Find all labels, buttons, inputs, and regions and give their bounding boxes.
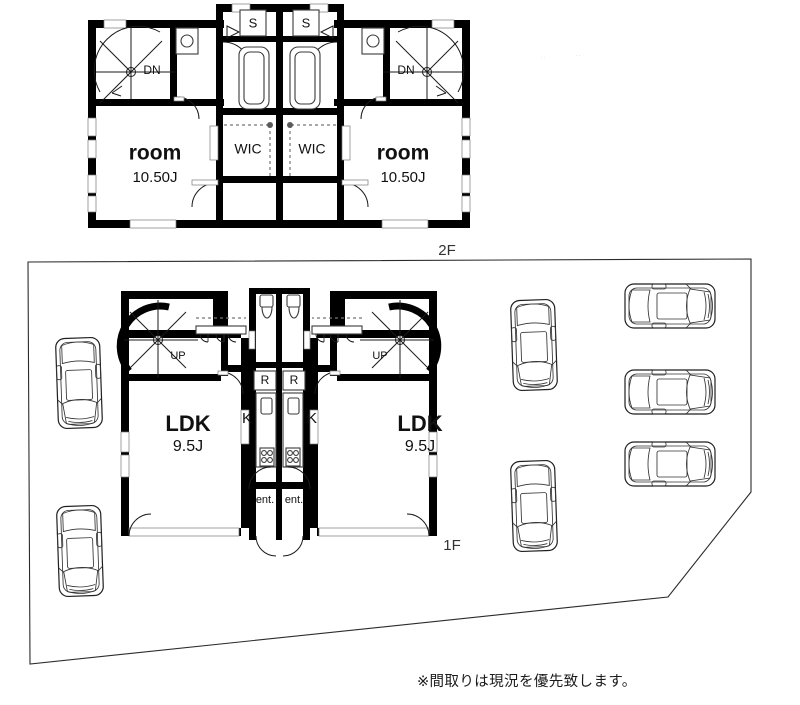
faint-artifact-right: ·· xyxy=(575,50,581,60)
2f-right-stair: DN xyxy=(383,25,465,104)
kitchen-label-right: K xyxy=(307,410,317,427)
1f-left-stair: UP xyxy=(116,300,198,378)
car-right-bottom xyxy=(624,441,716,487)
1f-ldk-left: LDK 9.5J xyxy=(165,411,210,455)
stair-up-label-right: UP xyxy=(372,350,387,362)
entrance-label-left: ent. xyxy=(256,494,274,506)
room-size-right: 10.50J xyxy=(380,169,425,186)
2f-wall-fixtures xyxy=(175,25,385,55)
1f-washroom-closet-right xyxy=(311,317,363,343)
2f-bath-left xyxy=(238,46,270,110)
stair-up-label-left: UP xyxy=(170,350,185,362)
kitchen-label-left: K xyxy=(242,410,252,427)
1f-toilet-left xyxy=(259,294,274,319)
wic-label-left: WIC xyxy=(234,141,261,157)
car-left-upper xyxy=(54,336,104,430)
car-mid-lower xyxy=(509,459,559,553)
car-mid-upper xyxy=(509,298,559,392)
storage-label-left: S xyxy=(249,15,258,30)
entrance-label-right: ent. xyxy=(285,494,303,506)
faint-artifact-left: ·· xyxy=(540,52,546,62)
site-boundary xyxy=(27,258,752,665)
room-name-right: room xyxy=(377,142,430,165)
2f-interior-walls xyxy=(88,20,470,183)
disclaimer-note: ※間取りは現況を優先致します。 xyxy=(417,674,637,690)
2f-room-left: room 10.50J xyxy=(129,142,182,186)
car-right-middle xyxy=(624,369,716,415)
stair-down-label-right: DN xyxy=(397,63,414,77)
ldk-size-right: 9.5J xyxy=(405,438,435,455)
2f-storage-right: S xyxy=(292,9,320,37)
1f-kitchen-left: R K xyxy=(242,370,277,468)
2f-storage-left: S xyxy=(239,9,267,37)
second-floor-plan: DN DN xyxy=(87,3,471,259)
car-left-lower xyxy=(55,504,105,598)
first-floor-plan: UP UP xyxy=(116,288,461,557)
wic-label-right: WIC xyxy=(298,141,325,157)
2f-windows xyxy=(87,3,471,229)
ldk-size-left: 9.5J xyxy=(173,438,203,455)
car-right-top xyxy=(624,283,716,329)
2f-room-right: room 10.50J xyxy=(377,142,430,186)
1f-ldk-right: LDK 9.5J xyxy=(397,411,442,455)
2f-door-swings xyxy=(173,41,387,208)
ldk-name-right: LDK xyxy=(397,411,442,436)
fridge-label-right: R xyxy=(290,373,299,387)
fridge-label-left: R xyxy=(261,373,270,387)
1f-washroom-closet-left xyxy=(195,317,247,343)
2f-wic-left: WIC xyxy=(224,122,273,176)
1f-windows xyxy=(120,330,438,537)
room-size-left: 10.50J xyxy=(132,169,177,186)
floor-label-2f: 2F xyxy=(438,242,456,259)
2f-bath-right xyxy=(289,46,321,110)
1f-right-stair: UP xyxy=(360,300,442,378)
1f-kitchen-right: R K xyxy=(282,370,317,468)
2f-exterior-walls xyxy=(88,4,470,228)
ldk-name-left: LDK xyxy=(165,411,210,436)
room-name-left: room xyxy=(129,142,182,165)
2f-wic-right: WIC xyxy=(287,122,336,176)
stair-down-label-left: DN xyxy=(143,63,160,77)
floor-label-1f: 1F xyxy=(443,537,461,554)
2f-left-stair: DN xyxy=(93,25,175,104)
1f-toilet-right xyxy=(286,294,301,319)
storage-label-right: S xyxy=(302,15,311,30)
1f-door-swings xyxy=(128,370,430,557)
